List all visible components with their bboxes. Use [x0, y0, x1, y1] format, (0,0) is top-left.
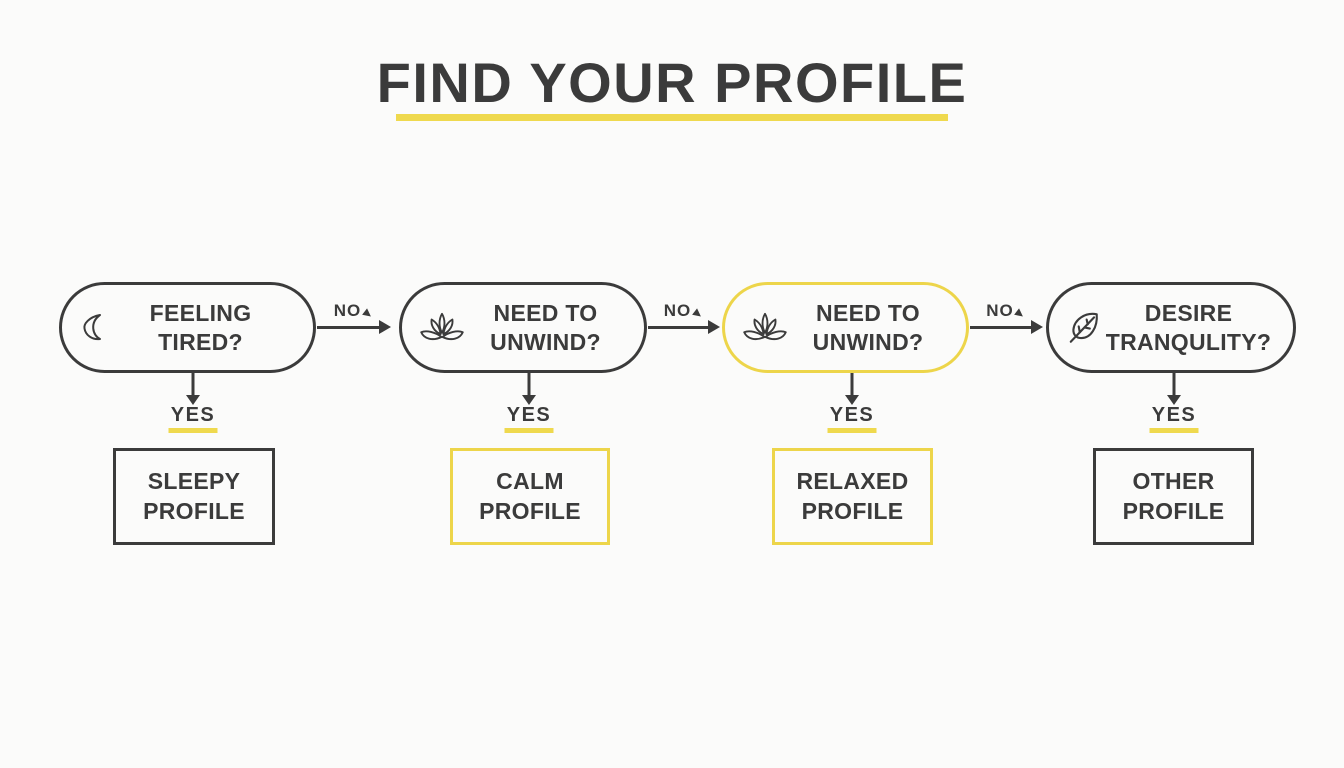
yes-underline: [168, 428, 218, 433]
decision-question: DESIRE TRANQULITY?: [1105, 300, 1272, 355]
yes-underline: [1149, 428, 1199, 433]
no-arrow-tick-icon: [691, 308, 703, 320]
yes-arrow-line: [1172, 373, 1176, 396]
no-connector: NO: [648, 301, 720, 334]
no-label: NO: [334, 301, 373, 321]
yes-label: YES: [1151, 404, 1197, 426]
decision-question: NEED TO UNWIND?: [812, 300, 924, 355]
yes-arrowhead: [1167, 395, 1181, 405]
leaf-icon: [1066, 310, 1102, 346]
yes-underline: [504, 428, 554, 433]
no-arrow-line: [648, 326, 711, 329]
lotus-icon: [419, 311, 465, 345]
decision-node-need-to-unwind-2: NEED TO UNWIND?: [722, 282, 969, 373]
moon-icon: [79, 312, 106, 343]
no-connector: NO: [317, 301, 391, 334]
yes-arrowhead: [186, 395, 200, 405]
yes-arrow-line: [850, 373, 854, 396]
no-connector: NO: [970, 301, 1043, 334]
no-label: NO: [986, 301, 1026, 321]
decision-node-feeling-tired: FEELING TIRED?: [59, 282, 316, 373]
yes-arrowhead: [522, 395, 536, 405]
lotus-icon: [742, 311, 788, 345]
no-arrow-tick-icon: [361, 308, 373, 320]
yes-label: YES: [170, 404, 216, 426]
no-arrowhead: [708, 320, 720, 334]
no-arrowhead: [1031, 320, 1043, 334]
result-box-other-profile: OTHER PROFILE: [1093, 448, 1254, 545]
no-arrow-line: [970, 326, 1034, 329]
title-underline: [396, 114, 948, 121]
yes-underline: [827, 428, 877, 433]
decision-node-need-to-unwind-1: NEED TO UNWIND?: [399, 282, 647, 373]
decision-question: NEED TO UNWIND?: [490, 300, 601, 355]
no-label: NO: [664, 301, 703, 321]
yes-label: YES: [829, 404, 875, 426]
no-arrowhead: [379, 320, 391, 334]
no-arrow-tick-icon: [1014, 308, 1026, 320]
yes-arrow-line: [191, 373, 195, 396]
no-arrow-line: [317, 326, 382, 329]
decision-node-desire-tranquility: DESIRE TRANQULITY?: [1046, 282, 1296, 373]
page-title: FIND YOUR PROFILE: [376, 51, 968, 114]
result-box-calm-profile: CALM PROFILE: [450, 448, 610, 545]
result-box-sleepy-profile: SLEEPY PROFILE: [113, 448, 275, 545]
decision-question: FEELING TIRED?: [149, 300, 252, 355]
yes-arrowhead: [845, 395, 859, 405]
yes-arrow-line: [527, 373, 531, 396]
result-box-relaxed-profile: RELAXED PROFILE: [772, 448, 933, 545]
yes-label: YES: [506, 404, 552, 426]
